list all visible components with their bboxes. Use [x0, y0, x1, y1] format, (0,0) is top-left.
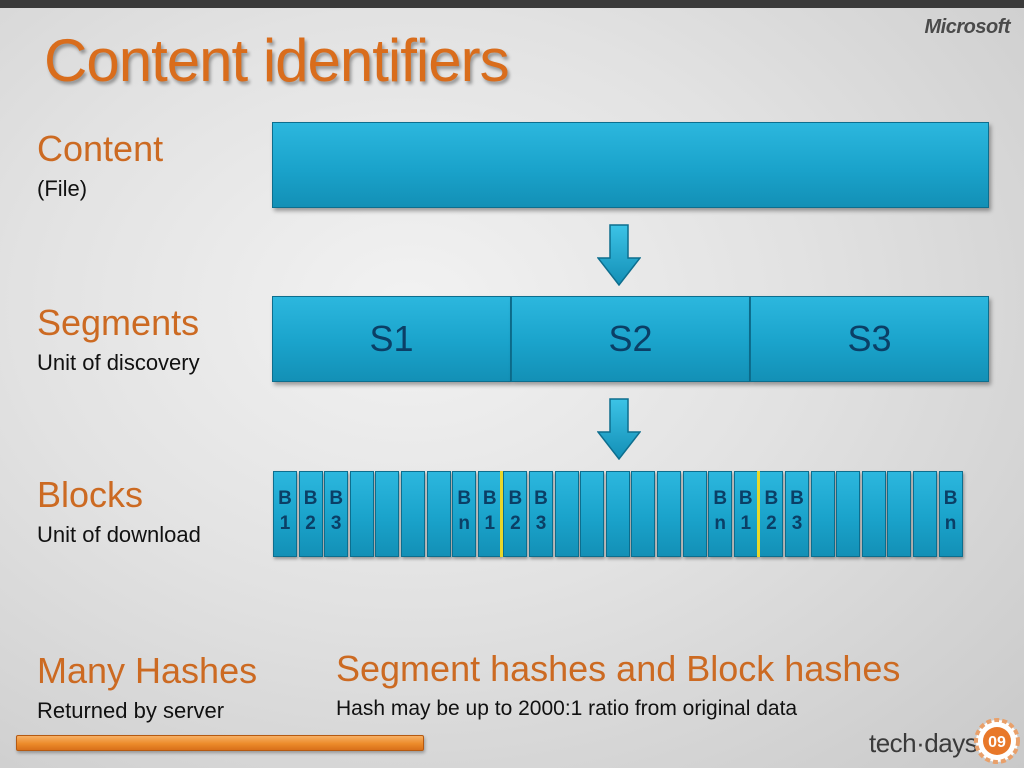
hashes-detail: Hash may be up to 2000:1 ratio from orig… [336, 697, 798, 720]
blocks-label: Blocks [37, 474, 144, 515]
segment-boundary-divider [757, 471, 760, 557]
block-cell [375, 471, 400, 557]
block-label-top: B [764, 488, 779, 509]
block-cell [554, 471, 579, 557]
block-label-top: B [482, 488, 497, 509]
badge-number: 09 [988, 734, 1006, 751]
block-cell [349, 471, 374, 557]
block-label-top: B [329, 488, 344, 509]
segment-s3: S3 [750, 296, 989, 382]
block-label-top: B [534, 488, 548, 509]
segment-label: S1 [369, 318, 414, 359]
block-label-bottom: 2 [510, 513, 521, 534]
block-cell [605, 471, 630, 557]
segment-boundary-divider [500, 471, 503, 557]
block-label-top: B [713, 488, 728, 509]
block-label-top: B [738, 488, 753, 509]
segment-s1: S1 [272, 296, 511, 382]
techdays-logo: tech·days [869, 728, 978, 758]
block-label-bottom: 2 [766, 513, 777, 534]
segments-label: Segments [37, 302, 200, 343]
block-label-bottom: n [714, 513, 726, 534]
block-label-top: B [790, 488, 804, 509]
block-cell [580, 471, 605, 557]
block-cell [836, 471, 861, 557]
block-label-bottom: 3 [330, 513, 342, 534]
down-arrow-icon [597, 398, 641, 460]
block-cell [426, 471, 451, 557]
block-cell [682, 471, 707, 557]
block-label-bottom: n [944, 513, 957, 534]
microsoft-logo: Microsoft [924, 16, 1011, 38]
top-bar [0, 0, 1024, 8]
block-label-bottom: 1 [740, 513, 752, 534]
content-label: Content [37, 128, 164, 169]
block-label-bottom: 3 [535, 513, 547, 534]
block-cell [631, 471, 656, 557]
block-cell [887, 471, 912, 557]
hashes-sub-label: Returned by server [37, 698, 225, 723]
block-label-bottom: n [458, 513, 470, 534]
slide-title: Content identifiers [44, 27, 510, 94]
segment-label: S3 [847, 318, 892, 359]
block-cell [657, 471, 681, 557]
block-label-top: B [508, 488, 523, 509]
block-label-bottom: 1 [484, 513, 496, 534]
block-label-top: B [943, 488, 958, 509]
hashes-heading: Segment hashes and Block hashes [336, 648, 901, 689]
block-label-bottom: 3 [791, 513, 803, 534]
blocks-sub-label: Unit of download [37, 522, 201, 547]
techdays-badge-icon: 09 [974, 718, 1020, 764]
content-sub-label: (File) [37, 176, 88, 201]
block-label-bottom: 1 [279, 513, 291, 534]
block-cell [861, 471, 886, 557]
block-cell [913, 471, 937, 557]
block-label-top: B [457, 488, 472, 509]
block-label-top: B [303, 488, 318, 509]
content-file-bar [272, 122, 989, 208]
segment-label: S2 [608, 318, 653, 359]
segments-sub-label: Unit of discovery [37, 350, 200, 375]
block-cell [810, 471, 835, 557]
block-cell [401, 471, 425, 557]
hashes-label: Many Hashes [37, 650, 258, 691]
footer-accent-bar [16, 735, 424, 751]
block-label-top: B [278, 488, 292, 509]
segment-s2: S2 [511, 296, 750, 382]
down-arrow-icon [597, 224, 641, 286]
block-label-bottom: 2 [305, 513, 316, 534]
